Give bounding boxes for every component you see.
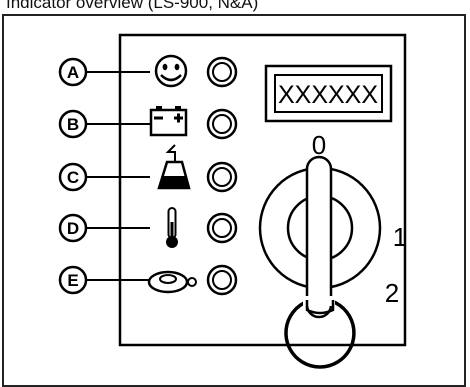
indicator-lamp-a [208,58,236,86]
callout-c: C [60,164,86,190]
indicator-lamp-b [208,110,236,138]
indicator-lamp-d [208,214,236,242]
indicator-lamp-c [208,163,236,191]
hour-meter-display: XXXXXX [266,66,391,121]
callout-d: D [60,215,86,241]
callout-b-label: B [67,115,79,134]
battery-icon [151,106,186,135]
key-position-2: 2 [385,278,399,308]
thermometer-icon [166,208,178,248]
indicator-lamp-e [208,266,236,294]
key-position-0: 0 [312,130,326,160]
callout-b: B [60,111,86,137]
key-position-1: 1 [393,222,407,252]
callout-e-label: E [67,271,78,290]
callout-d-label: D [67,219,79,238]
callout-a: A [60,59,86,85]
display-text: XXXXXX [278,81,378,109]
callout-e: E [60,267,86,293]
callout-c-label: C [67,168,79,187]
key-blade [307,157,331,317]
callout-a-label: A [67,63,79,82]
smiley-icon [156,56,186,86]
